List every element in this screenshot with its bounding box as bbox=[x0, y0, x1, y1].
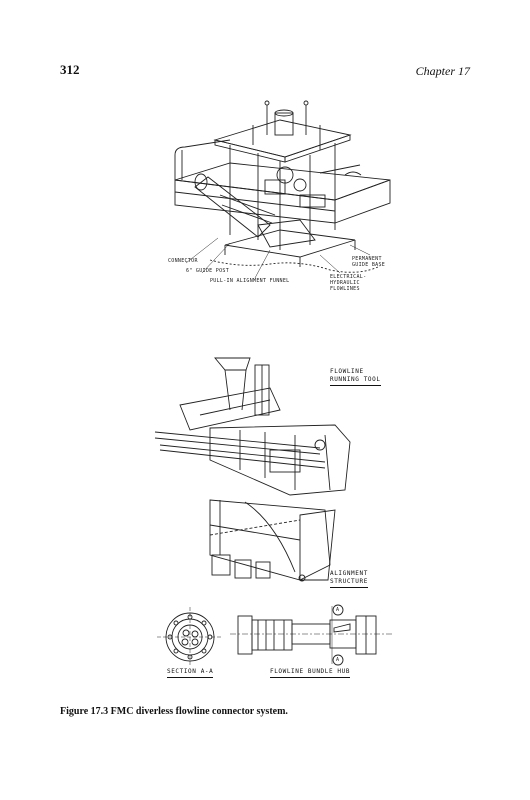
section-marker-top: A bbox=[336, 607, 340, 613]
label-flowline-running-tool-line1: FLOWLINE bbox=[330, 368, 364, 375]
figure-caption: Figure 17.3 FMC diverless flowline conne… bbox=[60, 706, 288, 717]
label-guide-post: 6" GUIDE POST bbox=[186, 268, 230, 274]
figure-top-isometric-drawing bbox=[160, 95, 420, 295]
section-marker-bottom: A bbox=[336, 657, 340, 663]
label-electrical-hydraulic: ELECTRICAL-HYDRAULIC FLOWLINES bbox=[330, 274, 367, 292]
label-alignment-structure-line2: STRUCTURE bbox=[330, 578, 368, 588]
label-connector: CONNECTOR bbox=[168, 258, 198, 264]
figure-flowline-bundle-hub-drawing bbox=[228, 602, 396, 668]
page-number: 312 bbox=[60, 62, 80, 77]
figure-section-a-a-drawing bbox=[155, 605, 225, 669]
label-alignment-structure-line1: ALIGNMENT bbox=[330, 570, 368, 577]
running-head: Chapter 17 bbox=[415, 64, 470, 78]
label-flowline-bundle-hub: FLOWLINE BUNDLE HUB bbox=[270, 668, 351, 678]
label-flowline-running-tool-line2: RUNNING TOOL bbox=[330, 376, 381, 386]
label-pull-in-alignment-funnel: PULL-IN ALIGNMENT FUNNEL bbox=[210, 278, 290, 284]
label-permanent-guide-base: PERMANENT GUIDE BASE bbox=[352, 256, 386, 268]
label-alignment-structure: ALIGNMENT STRUCTURE bbox=[330, 570, 368, 588]
label-flowline-running-tool: FLOWLINE RUNNING TOOL bbox=[330, 368, 381, 386]
figure-bottom-running-tool-drawing bbox=[150, 350, 360, 590]
label-section-a-a: SECTION A-A bbox=[167, 668, 214, 678]
